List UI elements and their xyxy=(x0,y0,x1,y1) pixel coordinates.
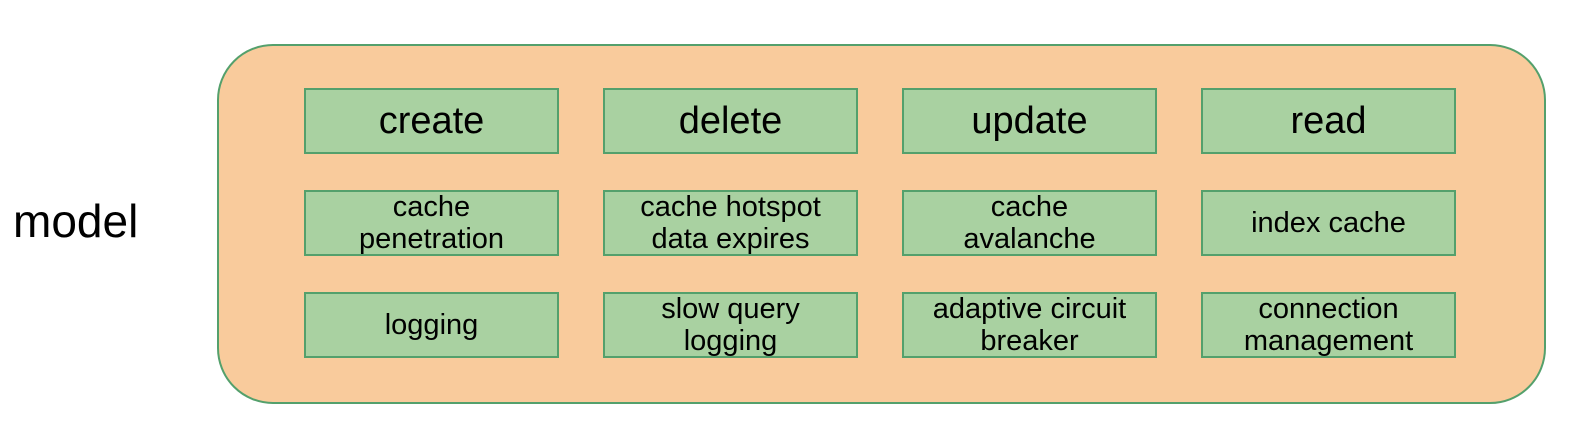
node-index-cache: index cache xyxy=(1201,190,1456,256)
node-read-label: read xyxy=(1290,100,1367,142)
node-slow-query-logging: slow query logging xyxy=(603,292,858,358)
node-read: read xyxy=(1201,88,1456,154)
node-update-label: update xyxy=(971,100,1088,142)
node-create: create xyxy=(304,88,559,154)
node-delete: delete xyxy=(603,88,858,154)
node-logging: logging xyxy=(304,292,559,358)
model-container: create delete update read cache penetrat… xyxy=(217,44,1546,404)
model-label: model xyxy=(13,195,139,247)
node-logging-label: logging xyxy=(384,309,479,341)
node-update: update xyxy=(902,88,1157,154)
node-cache-penetration: cache penetration xyxy=(304,190,559,256)
node-cache-penetration-label: cache penetration xyxy=(358,191,505,255)
node-slow-query-logging-label: slow query logging xyxy=(661,293,800,357)
node-cache-hotspot-data-expires: cache hotspot data expires xyxy=(603,190,858,256)
node-adaptive-circuit-breaker: adaptive circuit breaker xyxy=(902,292,1157,358)
node-cache-avalanche: cache avalanche xyxy=(902,190,1157,256)
node-grid: create delete update read cache penetrat… xyxy=(304,88,1456,358)
node-connection-management-label: connection management xyxy=(1243,293,1414,357)
node-cache-avalanche-label: cache avalanche xyxy=(963,191,1096,255)
node-create-label: create xyxy=(378,100,485,142)
node-delete-label: delete xyxy=(678,100,783,142)
node-cache-hotspot-data-expires-label: cache hotspot data expires xyxy=(640,191,821,255)
node-adaptive-circuit-breaker-label: adaptive circuit breaker xyxy=(932,293,1127,357)
node-index-cache-label: index cache xyxy=(1251,207,1406,239)
node-connection-management: connection management xyxy=(1201,292,1456,358)
